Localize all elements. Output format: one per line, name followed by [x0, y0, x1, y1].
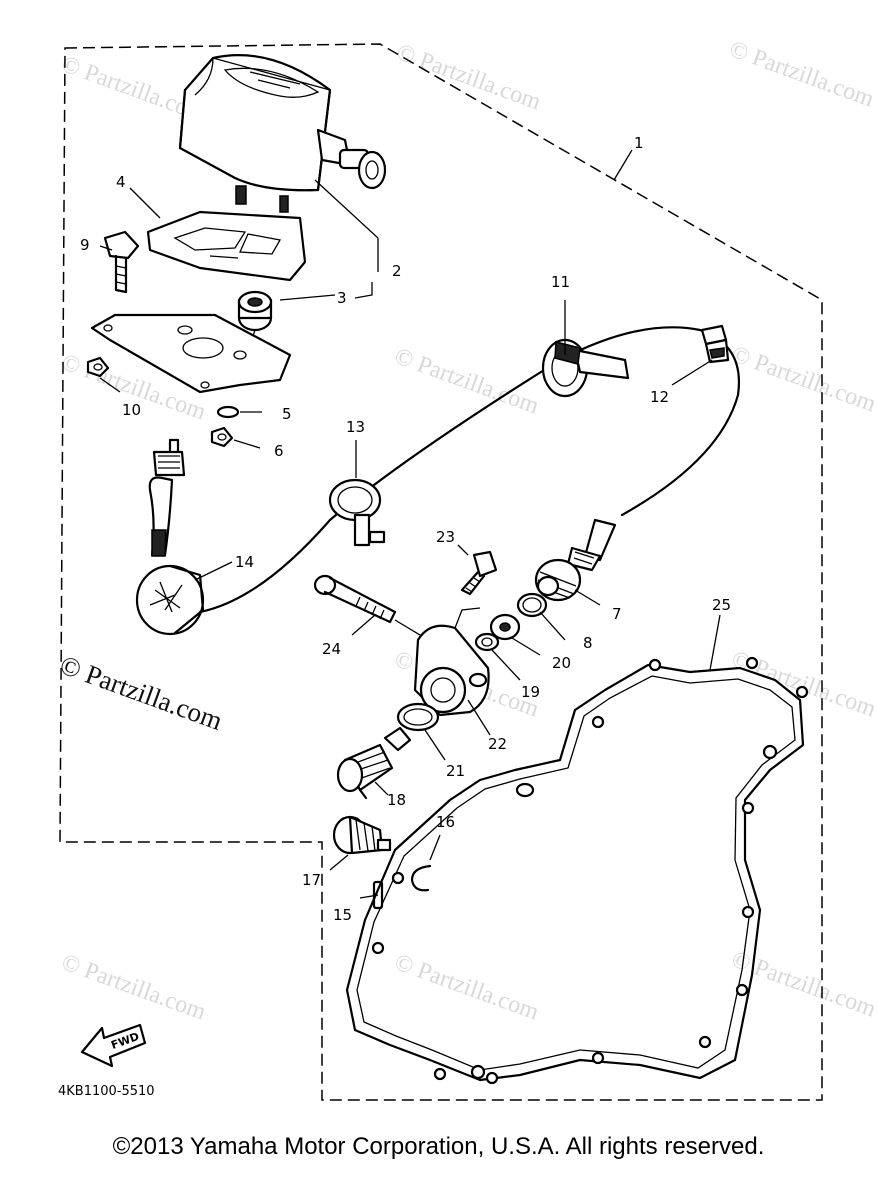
callout-15: 15 [333, 906, 352, 924]
callout-8: 8 [583, 634, 593, 652]
callout-7: 7 [612, 605, 622, 623]
callout-23: 23 [436, 528, 455, 546]
o-ring-8 [516, 592, 548, 618]
callout-6: 6 [274, 442, 284, 460]
meter-bracket [146, 210, 307, 282]
callout-5: 5 [282, 405, 292, 423]
watermark: © Partzilla.com [726, 36, 877, 112]
callout-4: 4 [116, 173, 126, 191]
bolt-23 [460, 550, 498, 596]
drawing-code: 4KB1100-5510 [58, 1084, 155, 1099]
callout-16: 16 [436, 813, 455, 831]
cable-clip-12 [700, 324, 730, 364]
watermark-layer: © Partzilla.com © Partzilla.com © Partzi… [56, 36, 877, 1025]
grommet [237, 290, 273, 361]
meter-unit [178, 54, 387, 213]
callout-2: 2 [392, 262, 402, 280]
washer-19 [474, 632, 500, 652]
callout-18: 18 [387, 791, 406, 809]
callout-22: 22 [488, 735, 507, 753]
fwd-arrow: FWD [80, 1023, 147, 1068]
washer-19-inner [481, 637, 493, 647]
callout-19: 19 [521, 683, 540, 701]
watermark: © Partzilla.com [728, 341, 877, 417]
watermark: © Partzilla.com [58, 949, 210, 1025]
callout-17: 17 [302, 871, 321, 889]
cable-connector [135, 438, 205, 636]
bolt-24 [313, 574, 426, 639]
callout-12: 12 [650, 388, 669, 406]
callout-20: 20 [552, 654, 571, 672]
nut-20 [489, 613, 521, 641]
callout-labels: 1 2 3 4 5 6 7 8 9 10 11 12 13 14 15 16 1… [80, 134, 731, 924]
callout-3: 3 [337, 289, 347, 307]
callout-13: 13 [346, 418, 365, 436]
gasket-25 [345, 656, 809, 1085]
gear-housing-22 [413, 607, 490, 717]
drive-gear-18 [336, 726, 412, 800]
cable-drive-7 [534, 518, 617, 602]
o-ring-8-inner [522, 597, 542, 613]
callout-14: 14 [235, 553, 254, 571]
meter-cable [198, 326, 740, 614]
callout-24: 24 [322, 640, 341, 658]
watermark-featured: © Partzilla.com [56, 649, 226, 735]
nut-6 [210, 426, 234, 448]
leader-lines [99, 149, 721, 899]
callout-9: 9 [80, 236, 90, 254]
watermark: © Partzilla.com [391, 949, 543, 1025]
bolt-9 [103, 230, 140, 294]
copyright-notice: ©2013 Yamaha Motor Corporation, U.S.A. A… [112, 1133, 765, 1160]
callout-1: 1 [634, 134, 644, 152]
watermark: © Partzilla.com [393, 39, 545, 115]
parts-diagram: © Partzilla.com © Partzilla.com © Partzi… [56, 36, 877, 1101]
callout-25: 25 [712, 596, 731, 614]
circlip-16 [410, 864, 432, 892]
mounting-plate [90, 313, 292, 394]
callout-10: 10 [122, 401, 141, 419]
callout-21: 21 [446, 762, 465, 780]
assembly-boundary [59, 43, 823, 1101]
o-ring-21 [396, 702, 440, 732]
watermark: © Partzilla.com [391, 343, 543, 419]
driven-gear-17 [332, 815, 392, 855]
o-ring-21-inner [403, 708, 433, 726]
cable-clamp-13 [328, 478, 386, 547]
nut-10 [86, 356, 110, 378]
washer-5 [216, 405, 240, 419]
callout-11: 11 [551, 273, 570, 291]
